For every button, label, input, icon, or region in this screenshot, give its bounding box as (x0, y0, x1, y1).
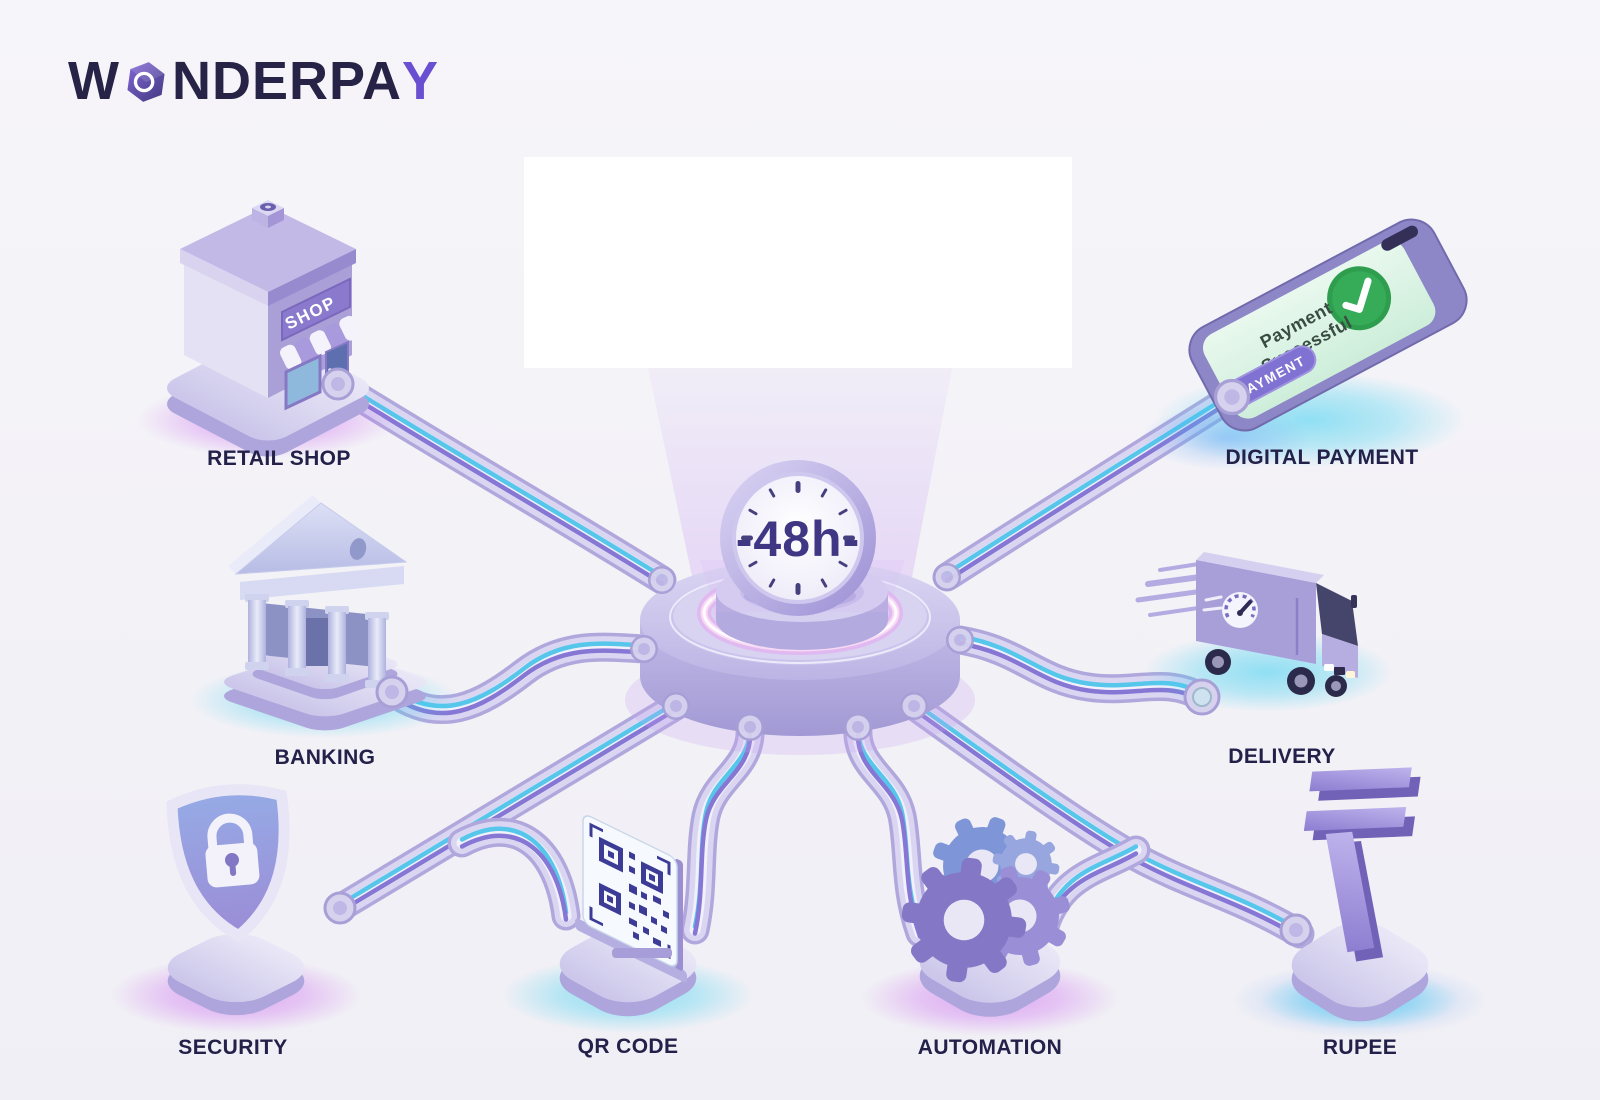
payment-success-check-icon (1327, 266, 1392, 331)
retail-shop-icon: SHOP (180, 200, 361, 411)
phone-notch (1381, 225, 1419, 251)
logo-letter-w: W (68, 51, 120, 111)
shop-sign (281, 277, 351, 342)
banking-icon (228, 495, 408, 688)
qr-pattern (589, 822, 671, 960)
label-security: SECURITY (178, 1036, 288, 1059)
clock-48h: -48h- (720, 460, 876, 616)
security-icon (166, 784, 290, 943)
automation-node (862, 800, 1118, 1036)
label-digital-payment: DIGITAL PAYMENT (1225, 446, 1419, 469)
delivery-pipe-open-end (1183, 678, 1221, 716)
label-rupee: RUPEE (1322, 1036, 1398, 1059)
qr-code-node (503, 815, 753, 1033)
retail-shop-node: SHOP (138, 200, 398, 463)
pipe-flanges (321, 367, 1313, 947)
van-wheels (1205, 649, 1347, 697)
clock-ticks (741, 481, 855, 595)
rupee-icon (1303, 767, 1421, 962)
label-qr-code: QR CODE (577, 1035, 679, 1058)
rupee-node (1232, 767, 1488, 1038)
bank-columns (245, 594, 389, 688)
speedometer-logo (1202, 592, 1258, 628)
logo-mid-letters: NDER (171, 51, 329, 111)
security-node (111, 784, 361, 1033)
blank-panel (524, 157, 1072, 368)
label-automation: AUTOMATION (917, 1036, 1063, 1059)
digital-payment-node: Payment Successful PAYMENT (1140, 218, 1468, 470)
hexagon-o-icon (127, 62, 165, 102)
lock-icon (205, 813, 260, 888)
shop-awning (280, 315, 361, 370)
shop-window (284, 353, 322, 411)
logo-accent-letter: Y (402, 51, 440, 111)
wonderpay-logo: W NDER PA Y (68, 54, 439, 108)
logo-bold-letters: PA (328, 51, 402, 111)
clock-time-label: -48h- (736, 511, 860, 567)
qr-code-icon (575, 815, 687, 983)
digital-payment-phone-icon: Payment Successful PAYMENT (1188, 218, 1468, 432)
label-retail-shop: RETAIL SHOP (207, 447, 351, 470)
label-banking: BANKING (274, 746, 376, 769)
label-delivery: DELIVERY (1228, 745, 1336, 768)
speed-lines (1135, 561, 1207, 617)
delivery-van-icon (1135, 552, 1358, 697)
